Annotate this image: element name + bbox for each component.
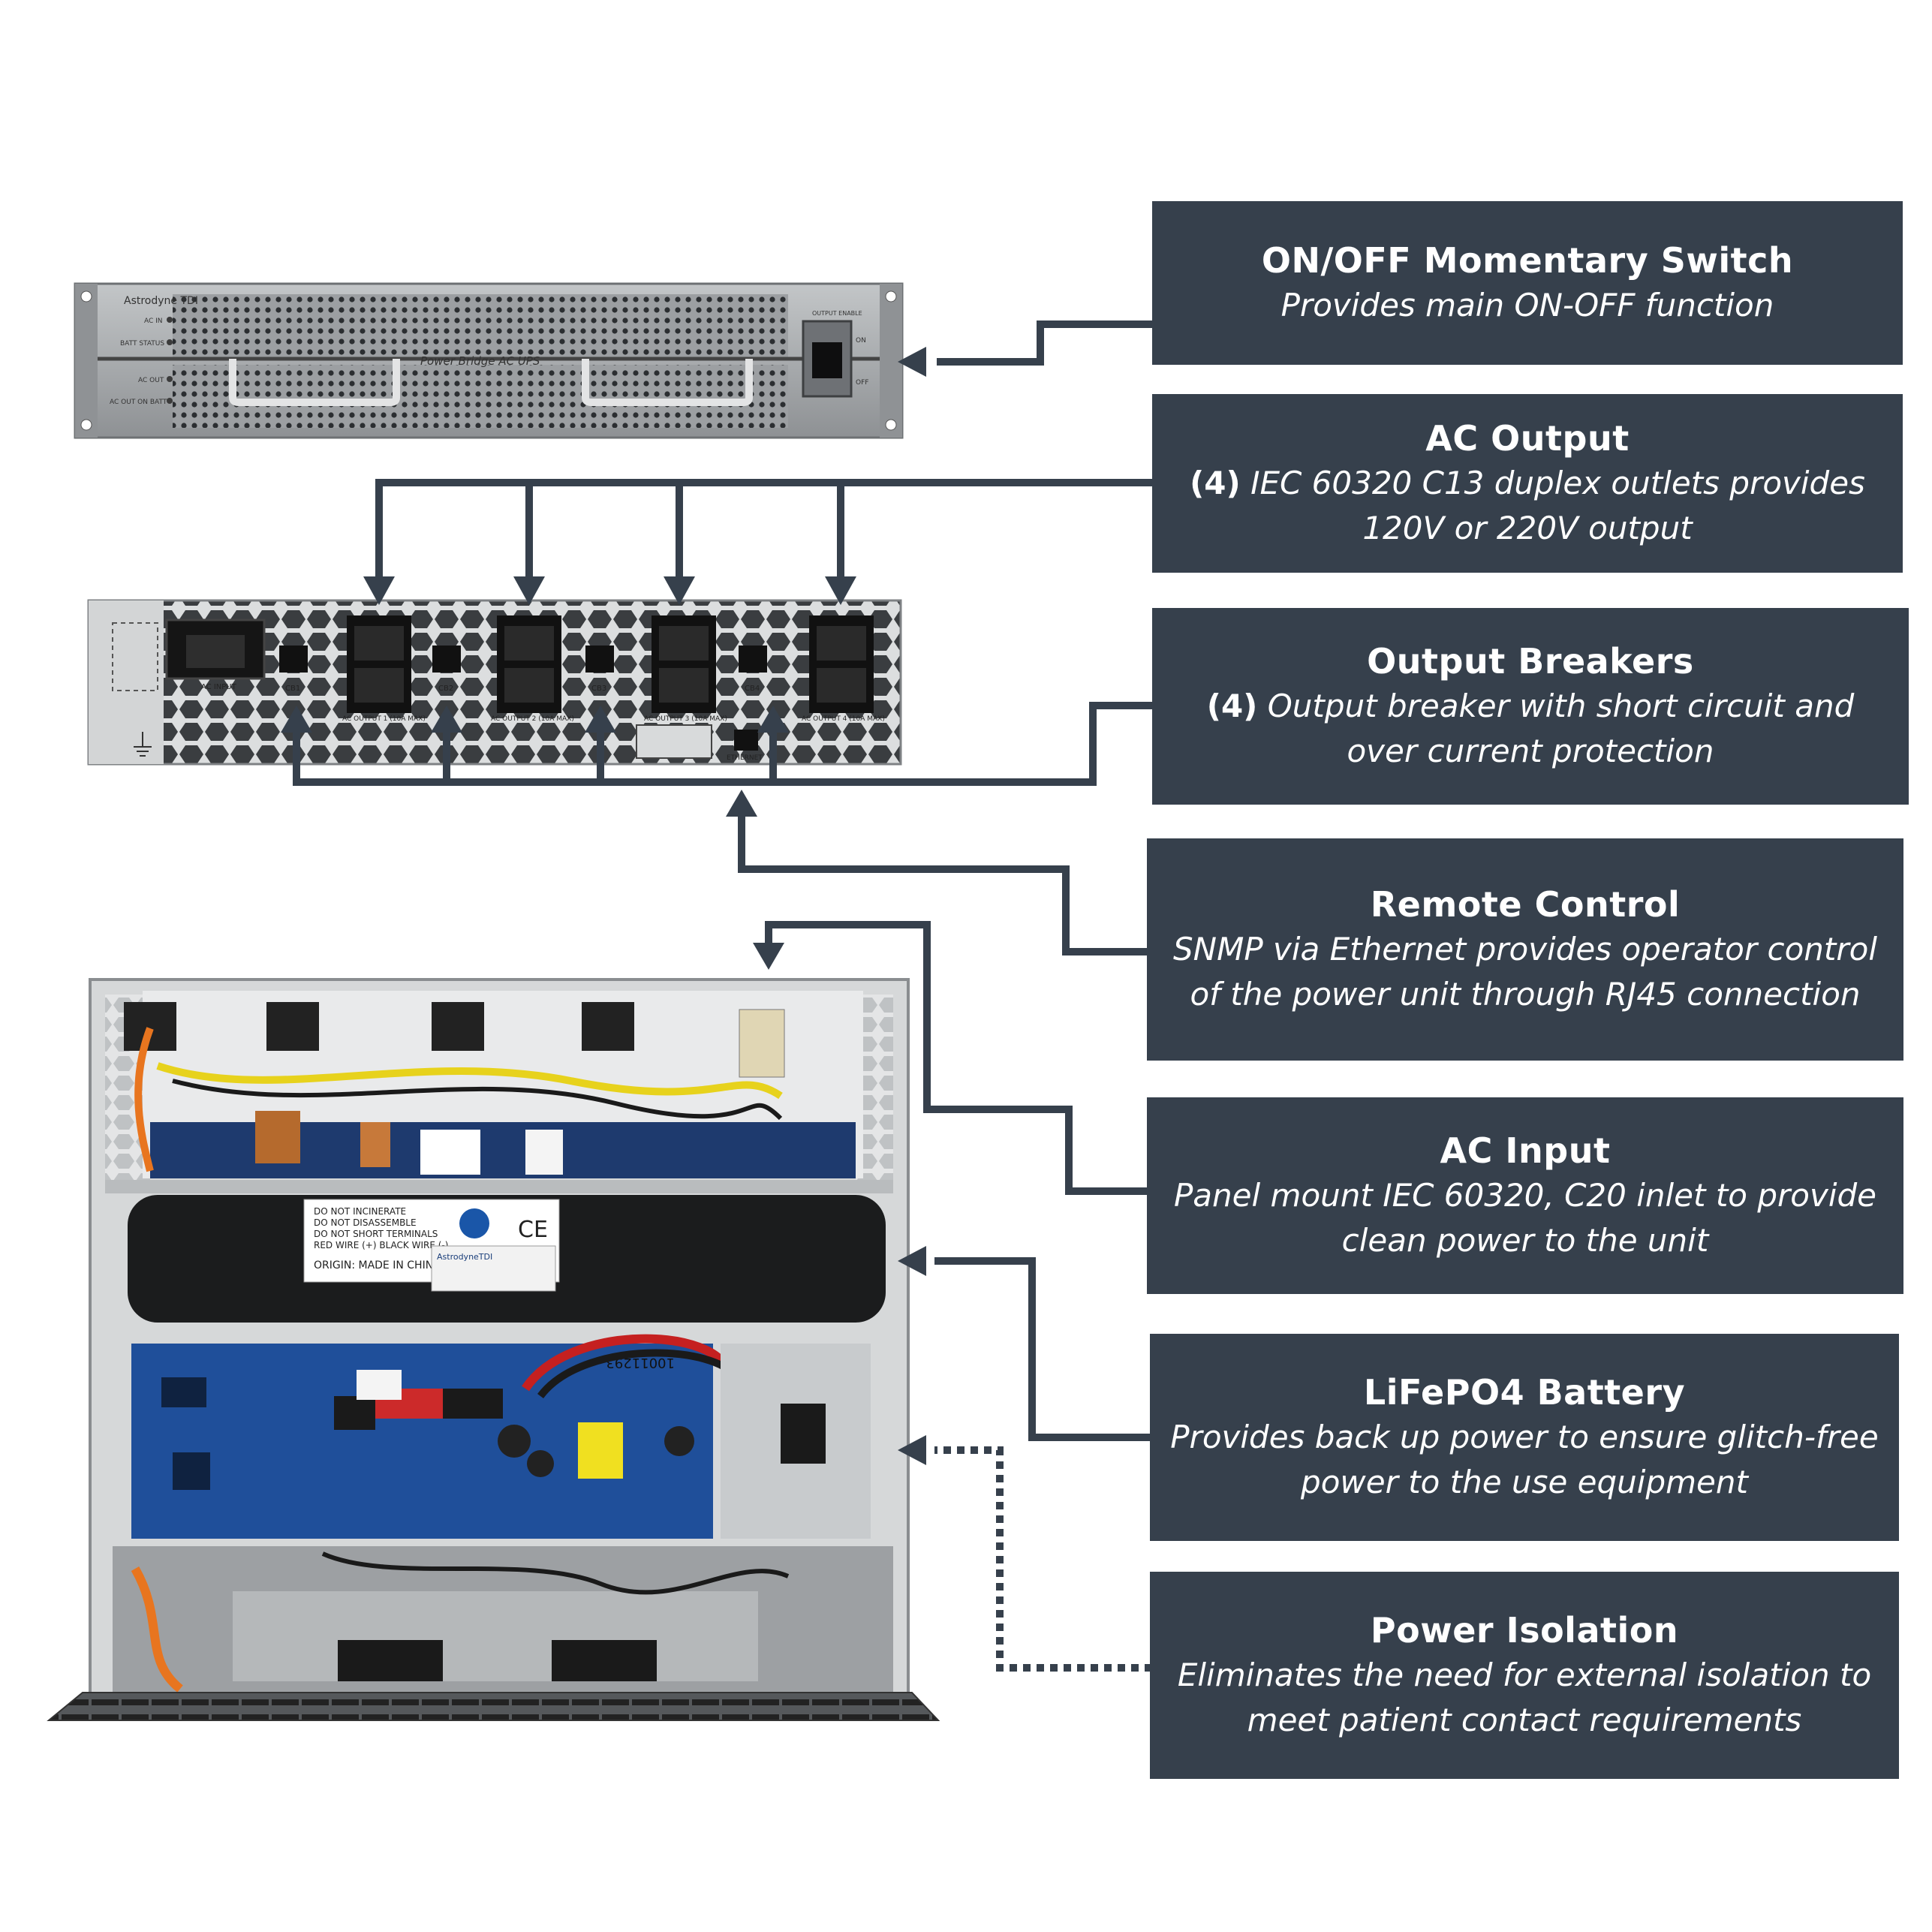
arrow-ac-output-1	[363, 576, 395, 605]
callout-title: Power Isolation	[1370, 1610, 1679, 1651]
callout-on-off-switch: ON/OFF Momentary Switch Provides main ON…	[1152, 201, 1903, 365]
svg-text:DO NOT DISASSEMBLE: DO NOT DISASSEMBLE	[314, 1217, 417, 1228]
indicator-label-ac-in: AC IN	[144, 317, 163, 325]
arrow-ac-output-2	[513, 576, 545, 605]
arrow-breaker-1	[281, 706, 312, 733]
svg-text:CB2: CB2	[438, 685, 453, 693]
battery-brand-label: AstrodyneTDI	[437, 1252, 492, 1262]
quantity-label: (4)	[1190, 465, 1241, 501]
svg-text:CE: CE	[518, 1217, 548, 1243]
quantity-label: (4)	[1206, 688, 1258, 724]
svg-text:AC OUTPUT 3 (10A MAX): AC OUTPUT 3 (10A MAX)	[644, 715, 727, 723]
switch-off-label: OFF	[856, 379, 868, 387]
switch-on-label: ON	[856, 337, 866, 345]
front-brand-label: Astrodyne TDI	[124, 295, 198, 307]
svg-text:RED WIRE (+) BLACK WIRE (-): RED WIRE (+) BLACK WIRE (-)	[314, 1240, 448, 1250]
ethernet-port-label: ETHERNET	[727, 754, 763, 762]
callout-remote-control: Remote Control SNMP via Ethernet provide…	[1147, 838, 1903, 1061]
callout-desc-line: Provides main ON-OFF function	[1280, 287, 1774, 324]
connector-remote-control	[738, 814, 1152, 955]
ac-input-panel-label: AC INPUT	[201, 683, 237, 691]
callout-title: ON/OFF Momentary Switch	[1261, 240, 1794, 281]
svg-text:DO NOT INCINERATE: DO NOT INCINERATE	[314, 1206, 406, 1217]
svg-text:CB3: CB3	[591, 685, 606, 693]
battery-label: DO NOT INCINERATE DO NOT DISASSEMBLE DO …	[314, 1206, 548, 1271]
rear-panel-unit: AC INPUT CB1 CB2 CB3 CB4	[87, 599, 902, 766]
connector-on-off-switch	[937, 320, 1152, 366]
callout-title: AC Input	[1440, 1130, 1611, 1171]
arrow-lifepo4-battery	[898, 1246, 926, 1276]
arrow-remote-control	[726, 790, 757, 817]
callout-output-breakers: Output Breakers (4) Output breaker with …	[1152, 608, 1909, 805]
front-model-label: Power Bridge AC UPS	[420, 354, 540, 368]
switch-enable-label: OUTPUT ENABLE	[812, 310, 862, 317]
svg-text:DO NOT SHORT TERMINALS: DO NOT SHORT TERMINALS	[314, 1229, 438, 1239]
callout-ac-input: AC Input Panel mount IEC 60320, C20 inle…	[1147, 1097, 1903, 1294]
arrow-breaker-2	[431, 706, 462, 733]
callout-desc-line: Provides back up power to ensure glitch-…	[1170, 1419, 1879, 1455]
breaker-cb3: CB3	[585, 646, 614, 693]
arrow-power-isolation	[898, 1435, 926, 1465]
callout-desc-line: of the power unit through RJ45 connectio…	[1190, 976, 1861, 1013]
callout-title: LiFePO4 Battery	[1363, 1372, 1686, 1413]
connector-ac-input	[765, 921, 1152, 1195]
callout-power-isolation: Power Isolation Eliminates the need for …	[1150, 1572, 1899, 1779]
callout-title: Output Breakers	[1367, 641, 1694, 682]
callout-desc-line: power to the use equipment	[1301, 1464, 1748, 1500]
arrow-on-off-switch	[898, 347, 926, 377]
ac-output-outlet-2: AC OUTPUT 2 (10A MAX)	[491, 615, 574, 723]
callout-desc-line: over current protection	[1347, 733, 1714, 769]
arrow-breaker-3	[585, 706, 616, 733]
svg-text:AC OUTPUT 2 (10A MAX): AC OUTPUT 2 (10A MAX)	[491, 715, 574, 723]
ac-output-outlet-1: AC OUTPUT 1 (10A MAX)	[342, 615, 426, 723]
callout-desc-line: clean power to the unit	[1341, 1222, 1709, 1259]
arrow-breaker-4	[757, 706, 789, 733]
breaker-cb1: CB1	[279, 646, 308, 693]
connector-lines	[293, 320, 1152, 1672]
callout-ac-output: AC Output (4) IEC 60320 C13 duplex outle…	[1152, 394, 1903, 573]
open-chassis-unit: DO NOT INCINERATE DO NOT DISASSEMBLE DO …	[47, 978, 940, 1721]
callout-desc-line: 120V or 220V output	[1362, 510, 1693, 546]
breaker-cb2: CB2	[432, 646, 461, 693]
callout-desc-line: meet patient contact requirements	[1247, 1702, 1802, 1738]
callout-lifepo4-battery: LiFePO4 Battery Provides back up power t…	[1150, 1334, 1899, 1541]
callout-desc-line: (4) Output breaker with short circuit an…	[1206, 688, 1855, 724]
callout-desc-line: Eliminates the need for external isolati…	[1177, 1657, 1872, 1693]
arrow-ac-output-3	[664, 576, 695, 605]
svg-text:CB4: CB4	[745, 685, 760, 693]
svg-text:ORIGIN: MADE IN CHINA: ORIGIN: MADE IN CHINA	[314, 1259, 441, 1271]
callout-desc-line: (4) IEC 60320 C13 duplex outlets provide…	[1190, 465, 1865, 501]
svg-text:CB1: CB1	[285, 685, 300, 693]
breaker-cb4: CB4	[739, 646, 767, 693]
indicator-label-batt-status: BATT STATUS	[120, 340, 164, 348]
callout-desc-line: Panel mount IEC 60320, C20 inlet to prov…	[1173, 1177, 1877, 1214]
callout-desc-line: SNMP via Ethernet provides operator cont…	[1173, 931, 1877, 968]
indicator-label-ac-out-on-batt: AC OUT ON BATT	[110, 399, 167, 406]
front-panel-unit: Astrodyne TDI Power Bridge AC UPS AC IN …	[74, 282, 904, 439]
ac-output-outlet-4: AC OUTPUT 4 (10A MAX)	[802, 615, 885, 723]
indicator-label-ac-out: AC OUT	[138, 377, 164, 384]
arrow-ac-output-4	[825, 576, 856, 605]
arrow-ac-input	[753, 943, 784, 970]
callout-title: Remote Control	[1370, 884, 1681, 925]
connector-arrowheads	[281, 347, 926, 1465]
ac-output-outlet-3: AC OUTPUT 3 (10A MAX)	[644, 615, 727, 723]
callout-title: AC Output	[1425, 418, 1630, 459]
connector-lifepo4-battery	[934, 1257, 1152, 1441]
svg-text:AC OUTPUT 4 (10A MAX): AC OUTPUT 4 (10A MAX)	[802, 715, 885, 723]
connector-power-isolation	[934, 1446, 1152, 1672]
svg-text:AC OUTPUT 1 (10A MAX): AC OUTPUT 1 (10A MAX)	[342, 715, 426, 723]
connector-output-breakers-trunk	[293, 702, 1152, 786]
